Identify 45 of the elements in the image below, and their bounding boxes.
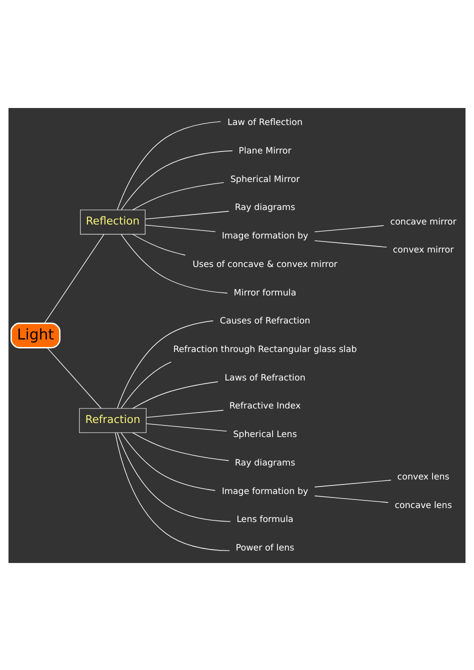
node-text: Causes of Refraction (220, 316, 310, 326)
connector (120, 361, 172, 408)
connector (314, 495, 388, 502)
connector (132, 432, 230, 460)
connector (314, 479, 392, 487)
connector (120, 432, 216, 490)
connector (144, 224, 216, 232)
node-text: Image formation by (222, 486, 308, 496)
node-text: convex lens (397, 472, 450, 482)
node-text: Law of Reflection (227, 118, 303, 128)
node-text: concave mirror (390, 216, 456, 227)
node-text: Laws of Refraction (224, 372, 306, 383)
connector (314, 224, 384, 232)
node-text: Image formation by (222, 231, 308, 242)
node-text: Refractive Index (229, 401, 301, 412)
node-text: Plane Mirror (238, 146, 292, 156)
node-text: Lens formula (236, 514, 294, 525)
node-text: Mirror formula (234, 288, 296, 298)
connector (132, 233, 186, 255)
node-text: Uses of concave & convex mirror (192, 259, 338, 270)
connector (46, 346, 102, 408)
connector (117, 120, 222, 210)
connector (44, 233, 104, 323)
connector (132, 182, 224, 210)
connector (114, 432, 230, 551)
connector (117, 432, 231, 522)
node-text: Spherical Lens (233, 430, 297, 440)
node-box: Light (10, 322, 60, 348)
node-text: Spherical Mirror (230, 174, 300, 184)
node-box: Reflection (80, 209, 146, 234)
connector (146, 422, 228, 432)
node-text: Refraction through Rectangular glass slab (173, 344, 357, 354)
connector (314, 240, 388, 248)
node-text: Ray diagrams (234, 458, 296, 468)
connector (144, 210, 230, 219)
node-text: Ray diagrams (234, 202, 296, 213)
node-box: Refraction (79, 408, 147, 433)
connector (120, 150, 233, 210)
node-text: concave lens (394, 500, 452, 510)
node-text: convex mirror (392, 245, 454, 256)
connector (120, 234, 228, 293)
node-text: Power of lens (236, 542, 294, 553)
connector (146, 409, 224, 418)
connector (132, 380, 218, 408)
connector (117, 320, 214, 408)
